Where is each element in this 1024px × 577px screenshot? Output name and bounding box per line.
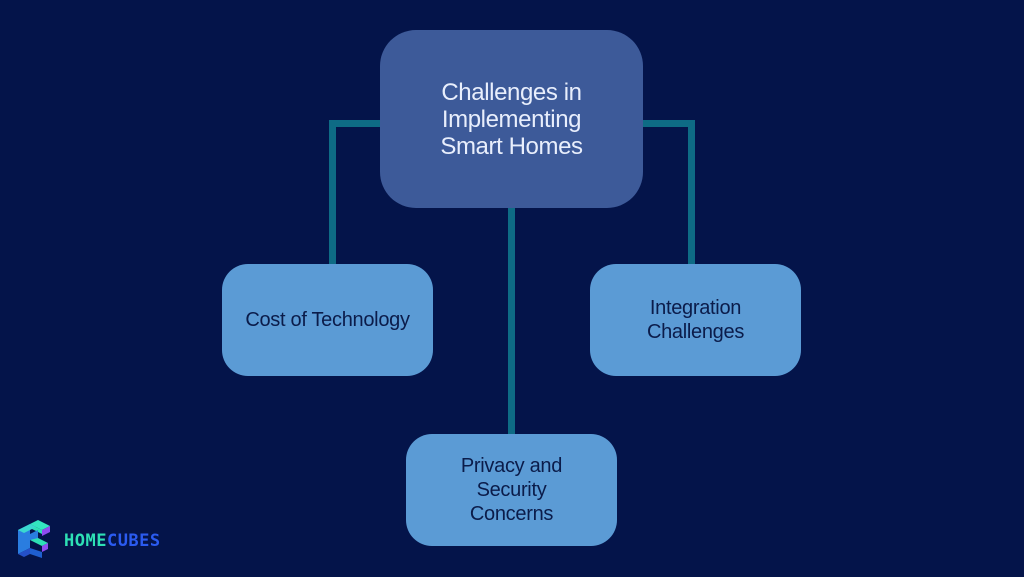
connector-root-to-left-vertical [329, 120, 336, 265]
root-node-label: Challenges in Implementing Smart Homes [440, 78, 583, 160]
brand-logo: HOMECUBES [16, 518, 161, 558]
child-node-cost-of-technology: Cost of Technology [222, 264, 433, 376]
root-node: Challenges in Implementing Smart Homes [380, 30, 643, 208]
connector-root-to-left-horizontal [329, 120, 381, 127]
child-node-label: Cost of Technology [245, 309, 410, 331]
child-node-privacy-security: Privacy and Security Concerns [406, 434, 617, 546]
homecubes-cube-logo-icon [18, 520, 50, 558]
connector-root-to-right-vertical [688, 120, 695, 265]
brand-name: HOMECUBES [64, 531, 161, 551]
connector-root-to-bottom [508, 207, 515, 435]
brand-name-part2: CUBES [106, 531, 161, 551]
brand-name-part1: HOME [64, 531, 107, 551]
child-node-label: Privacy and Security Concerns [460, 455, 563, 525]
child-node-integration-challenges: Integration Challenges [590, 264, 801, 376]
connector-root-to-right-horizontal [642, 120, 695, 127]
child-node-label: Integration Challenges [646, 297, 745, 343]
